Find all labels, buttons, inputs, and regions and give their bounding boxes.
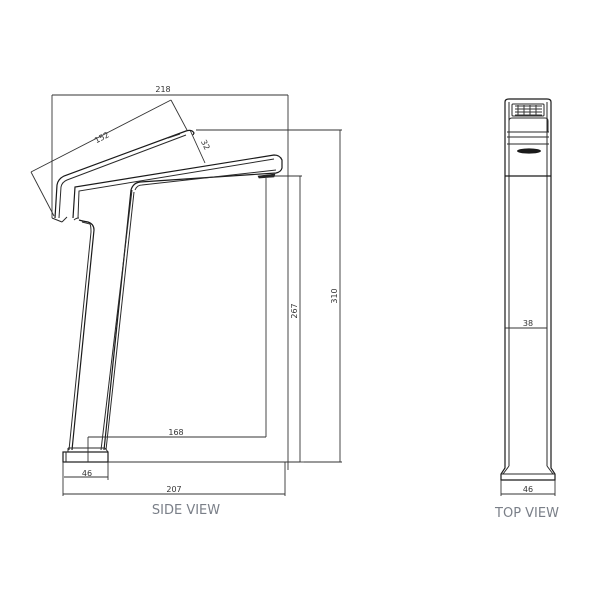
- dim-label-310: 310: [330, 288, 339, 303]
- dim-label-38: 38: [523, 319, 533, 328]
- dim-spout-thickness: 32: [189, 129, 212, 164]
- aerator-outlet: [517, 148, 541, 154]
- dim-label-207: 207: [166, 485, 181, 494]
- dim-label-168: 168: [168, 428, 183, 437]
- dim-base-width: 46: [500, 480, 556, 496]
- dim-body-width: 38: [505, 319, 547, 329]
- top-view: 38 46 TOP VIEW: [494, 98, 559, 521]
- base: [62, 447, 300, 463]
- dim-overall-height: 310: [196, 129, 342, 463]
- dim-label-218: 218: [155, 85, 170, 94]
- dim-base-depth: 46: [62, 462, 109, 480]
- top-view-label: TOP VIEW: [494, 506, 559, 521]
- dim-base-to-outlet: 207: [62, 462, 286, 496]
- spout-body: [72, 154, 283, 451]
- dim-overall-width: 218: [51, 85, 289, 470]
- side-view: 218 152 32: [30, 85, 342, 518]
- handle-grip-pattern: [515, 105, 542, 116]
- dim-outlet-height: 267: [270, 175, 304, 463]
- dim-spout-length: 152: [30, 99, 188, 217]
- dim-label-46-side: 46: [82, 469, 92, 478]
- top-view-body: [500, 98, 556, 481]
- dim-label-32: 32: [199, 138, 212, 151]
- side-view-label: SIDE VIEW: [152, 503, 220, 518]
- handle-lever: [51, 129, 195, 223]
- dim-spout-reach: 168: [87, 178, 267, 462]
- dim-label-267: 267: [290, 303, 299, 318]
- dim-label-46-top: 46: [523, 485, 533, 494]
- top-view-head: [505, 103, 551, 177]
- body-column: [68, 189, 135, 451]
